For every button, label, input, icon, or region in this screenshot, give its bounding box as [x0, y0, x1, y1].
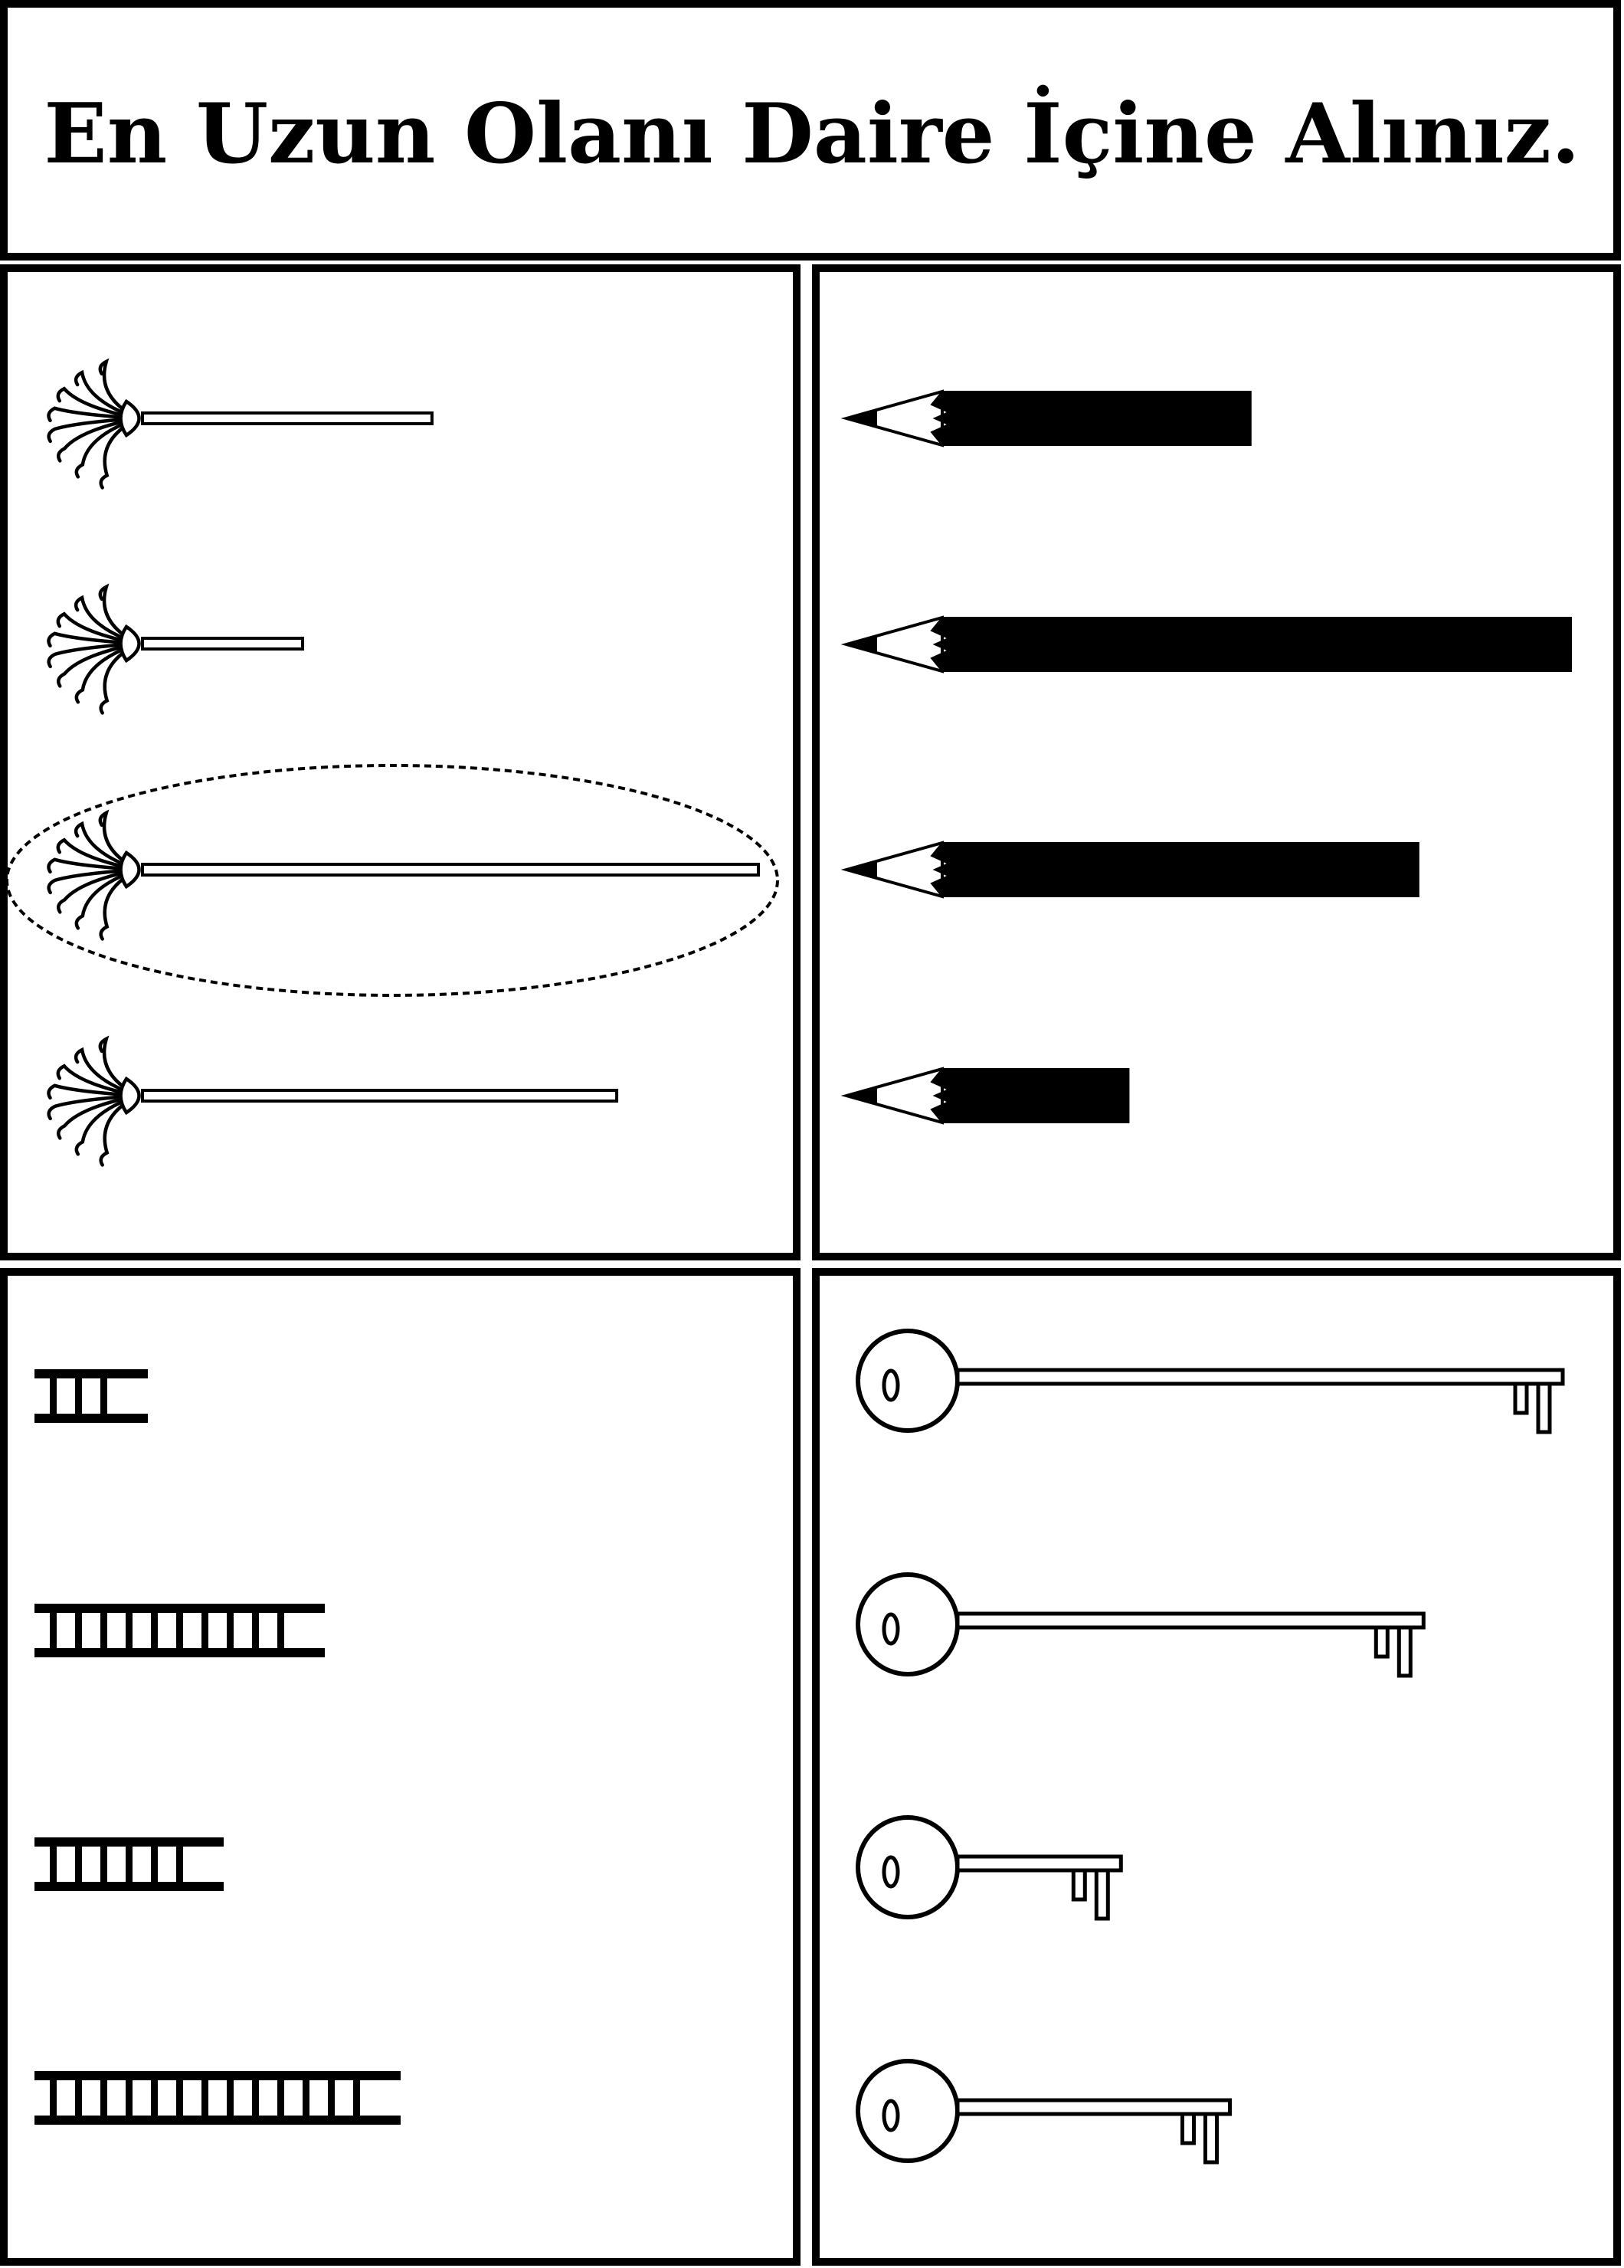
key-2 [856, 1572, 1426, 1678]
key-bit [1071, 1868, 1087, 1902]
ladder-rung [100, 1837, 107, 1891]
key-bit [1396, 1625, 1413, 1678]
key-bit [1513, 1381, 1529, 1415]
ladder-rung [50, 2071, 57, 2125]
brush-bristles-icon [47, 358, 140, 490]
ladder-rung [176, 1837, 183, 1891]
ladder-rung [100, 1604, 107, 1657]
pencil-2 [840, 615, 1572, 674]
ladder-rung [176, 1604, 183, 1657]
key-bit [1536, 1381, 1552, 1434]
key-bit [1374, 1625, 1390, 1659]
key-bow-icon [856, 1329, 960, 1433]
ladder-rung [151, 2071, 158, 2125]
ladder-2 [34, 1604, 325, 1657]
ladder-rung [252, 1604, 259, 1657]
ladder-rung [126, 2071, 133, 2125]
ladder-4 [34, 2071, 401, 2125]
keys-group [856, 1329, 1565, 2165]
ladder-rung [75, 1837, 82, 1891]
ladder-rung [277, 2071, 284, 2125]
key-shaft [955, 2098, 1232, 2116]
key-shaft [955, 1368, 1565, 1386]
ladder-rung [176, 2071, 183, 2125]
brush-3 [5, 764, 779, 997]
ladder-rung [227, 2071, 234, 2125]
ladder-rung [126, 1604, 133, 1657]
pencil-1 [840, 389, 1252, 447]
brushes-group [5, 358, 779, 1167]
brush-bristles-icon [47, 809, 140, 941]
key-bit [1203, 2112, 1219, 2165]
ladder-rail [34, 1414, 148, 1423]
brush-bristles-icon [47, 1035, 140, 1167]
ladder-rail [34, 2116, 401, 2125]
ladder-rung [151, 1837, 158, 1891]
panel-keys [812, 1268, 1621, 2266]
ladder-1 [34, 1369, 148, 1423]
brush-bristles-icon [47, 583, 140, 715]
brush-handle [141, 863, 760, 877]
brush-4 [47, 1035, 619, 1167]
key-4 [856, 2059, 1232, 2165]
brush-handle [141, 1089, 619, 1103]
key-bow-icon [856, 2059, 960, 2163]
ladder-rung [201, 2071, 208, 2125]
ladder-rung [303, 2071, 309, 2125]
brush-handle [141, 637, 305, 651]
panel-pencils [812, 264, 1621, 1260]
ladder-rung [50, 1369, 57, 1423]
panel-brushes [0, 264, 801, 1260]
worksheet-title: En Uzun Olanı Daire İçine Alınız. [44, 84, 1580, 182]
brush-2 [47, 583, 305, 715]
brush-handle [141, 411, 434, 425]
pencil-3 [840, 841, 1419, 899]
key-1 [856, 1329, 1565, 1434]
key-bit [1094, 1868, 1110, 1921]
answer-circle [5, 764, 779, 997]
pencil-body [930, 617, 1572, 672]
panel-ladders [0, 1268, 801, 2266]
ladder-rung [100, 2071, 107, 2125]
ladder-rung [227, 1604, 234, 1657]
pencils-group [840, 389, 1572, 1125]
ladder-rung [201, 1604, 208, 1657]
key-bow-icon [856, 1572, 960, 1676]
key-shaft [955, 1611, 1426, 1630]
key-bit [1180, 2112, 1196, 2145]
ladder-rail [34, 2071, 401, 2080]
key-shaft [955, 1854, 1123, 1873]
pencil-4 [840, 1067, 1130, 1125]
brush-1 [47, 358, 434, 490]
ladder-rung [50, 1604, 57, 1657]
ladder-rung [75, 1369, 82, 1423]
pencil-body [930, 842, 1419, 897]
ladder-rung [50, 1837, 57, 1891]
ladder-rung [126, 1837, 133, 1891]
ladder-rung [328, 2071, 335, 2125]
key-3 [856, 1815, 1123, 1921]
pencil-body [930, 391, 1252, 446]
ladder-rung [75, 1604, 82, 1657]
ladder-rail [34, 1369, 148, 1378]
ladder-rung [252, 2071, 259, 2125]
ladder-3 [34, 1837, 224, 1891]
key-bow-icon [856, 1815, 960, 1919]
ladders-group [34, 1369, 401, 2125]
title-box [0, 0, 1621, 261]
ladder-rung [75, 2071, 82, 2125]
ladder-rung [353, 2071, 360, 2125]
ladder-rung [151, 1604, 158, 1657]
ladder-rung [277, 1604, 284, 1657]
ladder-rung [100, 1369, 107, 1423]
pencil-body [930, 1068, 1130, 1123]
